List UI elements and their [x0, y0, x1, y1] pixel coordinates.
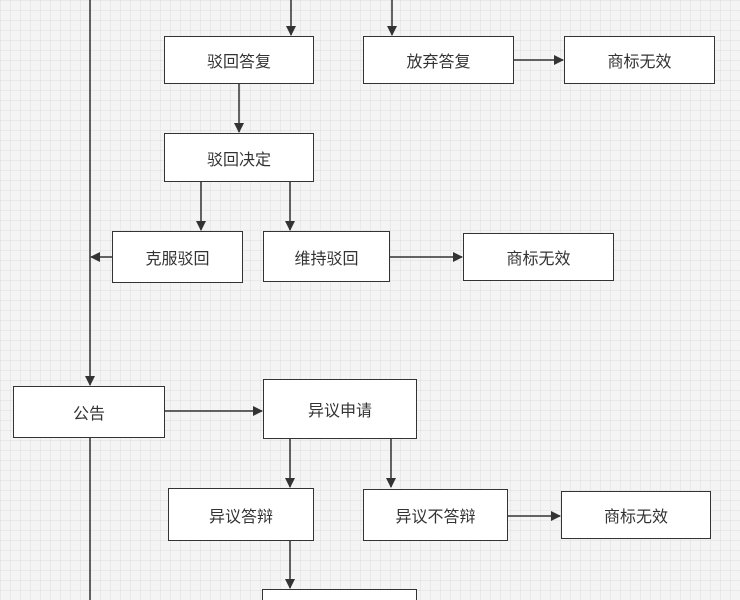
node-maintain-reject: 维持驳回 [263, 231, 390, 282]
node-reject-decision: 驳回决定 [164, 133, 314, 182]
node-trademark-invalid-2: 商标无效 [463, 233, 614, 281]
node-overcome-reject: 克服驳回 [112, 231, 243, 283]
node-abandon-reply: 放弃答复 [363, 36, 514, 84]
node-reject-reply: 驳回答复 [164, 36, 314, 84]
node-announcement: 公告 [13, 386, 165, 438]
node-opposition-application: 异议申请 [263, 379, 417, 439]
node-no-opposition-defense: 异议不答辩 [363, 489, 508, 541]
node-opposition-defense: 异议答辩 [168, 488, 314, 541]
node-trademark-invalid-3: 商标无效 [561, 491, 711, 539]
node-bottom-partial [262, 589, 417, 600]
node-trademark-invalid-1: 商标无效 [564, 36, 715, 84]
